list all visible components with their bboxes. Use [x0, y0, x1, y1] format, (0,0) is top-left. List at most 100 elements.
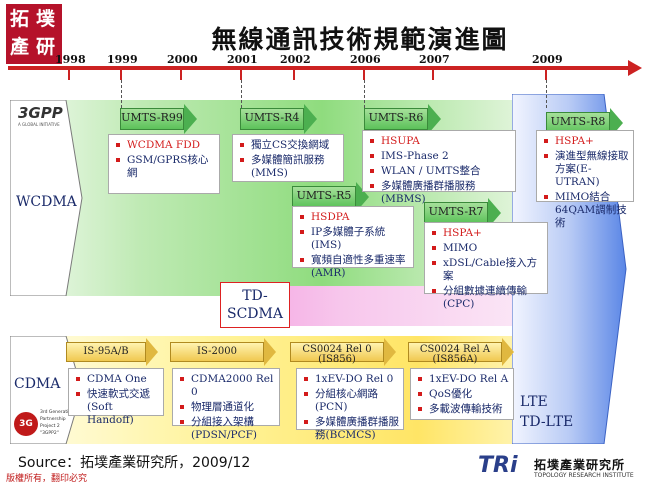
release-name: UMTS-R7	[428, 205, 484, 218]
wcdma-label: WCDMA	[16, 194, 77, 210]
release-item: 寬頻自適性多重速率(AMR)	[299, 254, 409, 280]
cdma-item-list: 1xEV-DO Rel 0 分組核心網路(PCN) 多媒體廣播群播服務(BCMC…	[303, 373, 399, 442]
cdma-item-list: CDMA One 快速軟式交遞(Soft Handoff)	[75, 373, 159, 427]
release-box-r6: HSUPA IMS-Phase 2 WLAN / UMTS整合 多媒體廣播群播服…	[362, 130, 516, 205]
cdma-arrow-head	[502, 338, 514, 366]
release-item: 演進型無線接取方案(E-UTRAN)	[543, 150, 629, 189]
release-arrow-body	[240, 108, 304, 130]
year-2001: 2001	[227, 53, 258, 66]
cdma-arrow-head	[384, 338, 396, 366]
cdma-arrow-body	[66, 342, 146, 362]
release-arrow-body	[364, 108, 428, 130]
release-item-list: HSPA+ MIMO xDSL/Cable接入方案 分組數據連續傳輸(CPC)	[431, 227, 543, 311]
release-name: UMTS-R4	[244, 111, 300, 124]
cdma-item: 物理層通道化	[179, 401, 275, 414]
release-item-list: HSPA+ 演進型無線接取方案(E-UTRAN) MIMO結合64QAM調制技術	[543, 135, 629, 230]
tri-logo-name: 拓墣產業研究所	[534, 458, 626, 472]
cdma-arrow-head	[146, 338, 158, 366]
copyright-note: 版權所有，翻印必究	[6, 474, 88, 484]
logo-char-3: 產	[10, 36, 30, 58]
release-name: UMTS-R5	[296, 189, 352, 202]
tri-logo-mark: TRi	[478, 453, 518, 478]
release-box-r99: WCDMA FDD GSM/GPRS核心網	[108, 134, 220, 194]
release-name: UMTS-R99	[121, 111, 183, 124]
tick-2007	[432, 66, 434, 80]
release-item: WCDMA FDD	[115, 139, 215, 152]
release-arrow-r6: UMTS-R6	[364, 104, 441, 134]
cdma-box-is95: CDMA One 快速軟式交遞(Soft Handoff)	[68, 368, 164, 426]
year-1998: 1998	[55, 53, 86, 66]
3gpp2-logo: 3G 3rd Generation Partnership Project 2 …	[14, 408, 84, 444]
logo-char-2: 墣	[36, 8, 56, 30]
year-2006: 2006	[350, 53, 381, 66]
cdma-release-name-line2: (IS856)	[318, 354, 356, 365]
release-item: 多媒體簡訊服務(MMS)	[239, 154, 339, 180]
release-item: 獨立CS交換網域	[239, 139, 339, 152]
cdma-label: CDMA	[14, 376, 61, 392]
cdma-item: 1xEV-DO Rel A	[417, 373, 509, 386]
release-arrow-head	[428, 104, 441, 134]
3gpp2-sub-2: Partnership	[40, 417, 66, 422]
cdma-item: 1xEV-DO Rel 0	[303, 373, 399, 386]
year-1999: 1999	[107, 53, 138, 66]
cdma-item-list: 1xEV-DO Rel A QoS優化 多載波傳輸技術	[417, 373, 509, 416]
guide-2009	[546, 80, 547, 108]
cdma-arrow-body	[290, 342, 384, 362]
3gpp-logo: 3GPP A GLOBAL INITIATIVE	[18, 104, 68, 136]
timeline-bar	[8, 66, 636, 70]
release-arrow-r99: UMTS-R99	[120, 104, 197, 134]
wcdma-chevron	[10, 100, 83, 296]
tri-logo-sub: TOPOLOGY RESEARCH INSTITUTE	[534, 472, 634, 479]
cdma-item: QoS優化	[417, 388, 509, 401]
release-item-list: HSDPA IP多媒體子系統(IMS) 寬頻自適性多重速率(AMR)	[299, 211, 409, 280]
3gpp2-logo-mark: 3G	[14, 412, 38, 436]
logo-char-1: 拓	[10, 8, 30, 30]
3gpp2-sub-1: 3rd Generation	[40, 410, 75, 415]
release-item: 多媒體廣播群播服務(MBMS)	[369, 180, 511, 206]
cdma-arrow-body	[170, 342, 264, 362]
cdma-box-cs0024-rel0: 1xEV-DO Rel 0 分組核心網路(PCN) 多媒體廣播群播服務(BCMC…	[296, 368, 404, 441]
release-item: HSPA+	[431, 227, 543, 240]
tick-2002	[293, 66, 295, 80]
lte-label-2: TD-LTE	[520, 414, 574, 430]
cdma-item: 分組接入架構(PDSN/PCF)	[179, 416, 275, 442]
cdma-item: 快速軟式交遞(Soft Handoff)	[75, 388, 159, 427]
cdma-arrow-head	[264, 338, 276, 366]
lte-label-1: LTE	[520, 394, 548, 410]
3gpp2-sub-3: Project 2	[40, 424, 60, 429]
guide-2001	[241, 80, 242, 108]
wcdma-chevron-shape	[10, 100, 83, 296]
release-box-r4: 獨立CS交換網域 多媒體簡訊服務(MMS)	[232, 134, 344, 182]
tick-1999	[120, 66, 122, 80]
page-title: 無線通訊技術規範演進圖	[211, 25, 509, 54]
release-item-list: 獨立CS交換網域 多媒體簡訊服務(MMS)	[239, 139, 339, 180]
tdscdma-label-line1: TD-	[242, 288, 268, 304]
release-name: UMTS-R8	[550, 115, 606, 128]
tick-1998	[68, 66, 70, 80]
guide-2006	[364, 80, 365, 108]
3gpp-logo-sub: A GLOBAL INITIATIVE	[18, 122, 60, 127]
tick-2000	[180, 66, 182, 80]
cdma-release-name-line1: CS0024 Rel A	[419, 344, 491, 355]
release-item-list: WCDMA FDD GSM/GPRS核心網	[115, 139, 215, 180]
release-arrow-head	[184, 104, 197, 134]
release-item: 分組數據連續傳輸(CPC)	[431, 285, 543, 311]
release-item: HSPA+	[543, 135, 629, 148]
release-item: IMS-Phase 2	[369, 150, 511, 163]
cdma-box-is2000: CDMA2000 Rel 0 物理層通道化 分組接入架構(PDSN/PCF)	[172, 368, 280, 441]
tick-2001	[240, 66, 242, 80]
cdma-item: 分組核心網路(PCN)	[303, 388, 399, 414]
cdma-item: 多載波傳輸技術	[417, 403, 509, 416]
cdma-item: CDMA One	[75, 373, 159, 386]
year-2007: 2007	[419, 53, 450, 66]
release-arrow-r5: UMTS-R5	[292, 182, 369, 212]
release-arrow-r7: UMTS-R7	[424, 198, 501, 228]
cdma-item: CDMA2000 Rel 0	[179, 373, 275, 399]
cdma-arrow-body	[408, 342, 502, 362]
source-note: Source：拓墣產業研究所，2009/12	[18, 455, 251, 471]
year-2002: 2002	[280, 53, 311, 66]
cdma-item: 多媒體廣播群播服務(BCMCS)	[303, 416, 399, 442]
cdma-item-list: CDMA2000 Rel 0 物理層通道化 分組接入架構(PDSN/PCF)	[179, 373, 275, 442]
release-item: xDSL/Cable接入方案	[431, 257, 543, 283]
tri-logo-bottom: TRi 拓墣產業研究所 TOPOLOGY RESEARCH INSTITUTE	[478, 454, 644, 482]
